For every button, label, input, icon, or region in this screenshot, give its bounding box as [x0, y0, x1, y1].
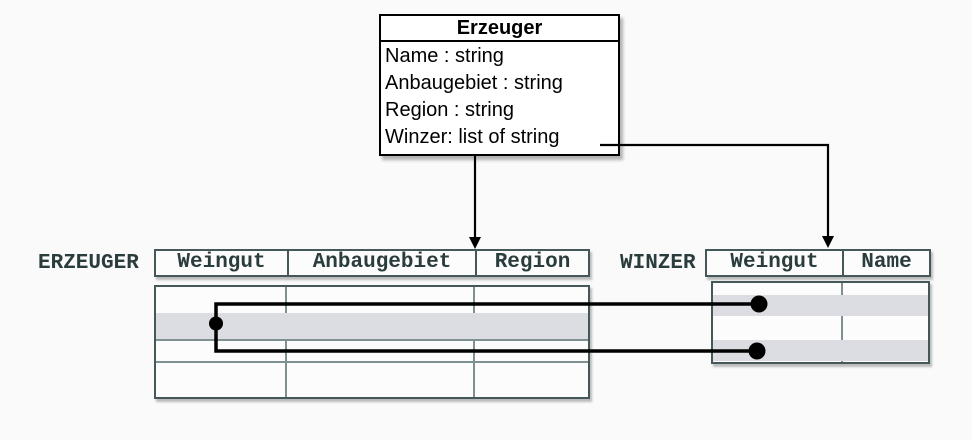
arrowhead-down-icon [822, 236, 834, 248]
erzeuger-col-region: Region [475, 251, 588, 275]
class-attribute-anbaugebiet: Anbaugebiet : string [385, 72, 563, 94]
winzer-table-label: WINZER [620, 252, 696, 275]
erzeuger-grid-vline [473, 287, 475, 397]
winzer-attribute-to-winzer-arrow-line [600, 143, 830, 237]
winzer-table-body [711, 281, 930, 364]
erzeuger-table-body [154, 285, 590, 399]
erzeuger-grid-hline [156, 339, 588, 341]
winzer-col-weingut: Weingut [730, 251, 819, 274]
erzeuger-col-weingut: Weingut [177, 251, 266, 274]
class-box-erzeuger: Erzeuger Name : string Anbaugebiet : str… [379, 14, 620, 156]
class-attribute-winzer: Winzer: list of string [385, 126, 560, 148]
arrowhead-down-icon [469, 237, 481, 249]
winzer-table-header: Weingut Name [705, 249, 931, 277]
winzer-col-name: Name [842, 251, 929, 275]
class-attribute-name: Name : string [385, 45, 504, 67]
erzeuger-highlighted-row [156, 313, 588, 339]
erzeuger-table-header: Weingut Anbaugebiet Region [154, 249, 590, 277]
class-title: Erzeuger [381, 16, 618, 42]
erzeuger-table-label: ERZEUGER [38, 252, 139, 275]
class-attributes: Name : string Anbaugebiet : string Regio… [381, 42, 618, 152]
winzer-highlighted-row-2 [713, 340, 928, 361]
winzer-grid-vline [841, 283, 843, 362]
winzer-highlighted-row-1 [713, 295, 928, 316]
erzeuger-col-anbaugebiet: Anbaugebiet [287, 251, 475, 275]
erzeuger-grid-hline [156, 361, 588, 363]
erzeuger-grid-vline [285, 287, 287, 397]
class-attribute-region: Region : string [385, 99, 514, 121]
